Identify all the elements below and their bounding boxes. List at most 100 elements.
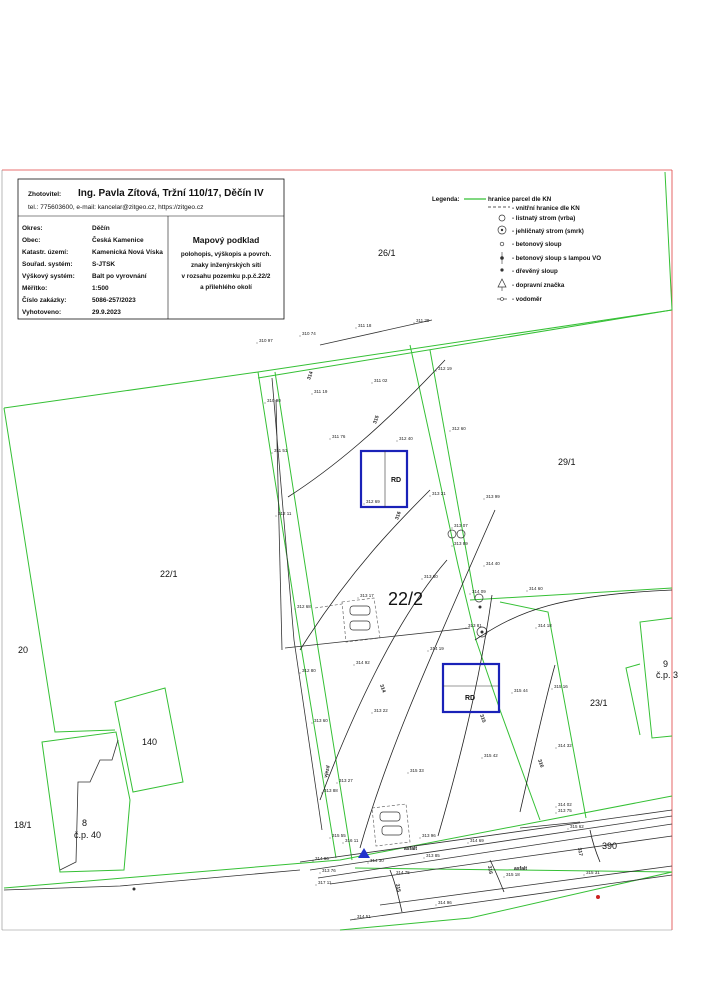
svg-text:- betonový sloup: - betonový sloup <box>512 241 562 248</box>
elevation-label: 315 62 <box>570 824 584 829</box>
conifer-tree-icon <box>476 626 488 638</box>
parcel-number: 23/1 <box>590 698 608 708</box>
elevation-label: 315 55 <box>332 833 346 838</box>
elevation-label: 311 39 <box>416 318 430 323</box>
traffic-sign-icon <box>497 278 507 288</box>
elevation-label: 314 40 <box>486 561 500 566</box>
elevation-point <box>311 722 313 724</box>
svg-text:- dopravní značka: - dopravní značka <box>512 282 565 289</box>
title-row: Souřad. systém: S-JTSK <box>22 261 115 268</box>
elevation-point <box>312 860 314 862</box>
elevation-point <box>371 712 373 714</box>
legend-item: - dřevěný sloup <box>500 268 558 275</box>
svg-text:Vyhotoveno:: Vyhotoveno: <box>22 309 61 316</box>
elevation-point <box>423 857 425 859</box>
contour-label: 315 <box>372 415 381 425</box>
title-row: Katastr. území: Kamenická Nová Víska <box>22 249 163 256</box>
legend-item: - betonový sloup <box>499 241 562 248</box>
map-symbols <box>132 529 600 899</box>
elevation-label: 313 96 <box>422 833 436 838</box>
inner-boundaries <box>59 377 323 871</box>
elevation-label: 310 90 <box>267 398 281 403</box>
elevation-point <box>299 335 301 337</box>
elevation-point <box>583 874 585 876</box>
legend-item: - dopravní značka <box>497 278 565 291</box>
elevation-point <box>329 438 331 440</box>
elevation-point <box>342 842 344 844</box>
svg-text:Kamenická Nová Víska: Kamenická Nová Víska <box>92 249 163 256</box>
deciduous-tree-icon <box>447 529 484 603</box>
elevation-label: 311 02 <box>374 378 388 383</box>
elevation-label: 316 11 <box>345 838 359 843</box>
elevation-label: 315 16 <box>554 684 568 689</box>
elevation-label: 314 19 <box>430 646 444 651</box>
planned-house-south: RD <box>441 662 501 714</box>
elevation-label: 311 18 <box>358 323 372 328</box>
elevation-label: 313 17 <box>360 593 374 598</box>
title-row: Výškový systém: Balt po vyrovnání <box>22 273 147 280</box>
elevation-point <box>427 650 429 652</box>
svg-text:Souřad. systém:: Souřad. systém: <box>22 261 73 268</box>
elevation-label: 314 69 <box>470 838 484 843</box>
elevation-point <box>421 578 423 580</box>
road-label: asfalt <box>404 846 417 852</box>
elevation-point <box>329 837 331 839</box>
elevation-label: 315 18 <box>506 872 520 877</box>
contour-label: 314 <box>378 684 387 694</box>
svg-text:Okres:: Okres: <box>22 225 43 232</box>
elevation-point <box>353 664 355 666</box>
elevation-point <box>469 593 471 595</box>
map-desc: a přilehlého okolí <box>200 284 252 291</box>
contour-labels: 314 315 316 314 315 316 317 316 315 <box>306 371 583 893</box>
elevation-point <box>336 782 338 784</box>
elevation-point <box>357 597 359 599</box>
elevation-label: 311 19 <box>314 389 328 394</box>
contour-label: 316 <box>486 865 493 874</box>
car-icon <box>349 605 403 836</box>
elevation-point <box>354 918 356 920</box>
map-desc: polohopis, výškopis a povrch. <box>181 251 272 258</box>
contour-label: 316 <box>536 759 545 769</box>
contour-label: 315 <box>394 883 401 892</box>
elevation-label: 314 02 <box>558 802 572 807</box>
parking-areas <box>314 597 411 847</box>
legend-title: Legenda: <box>432 196 460 203</box>
title-row: Číslo zakázky: 5086-257/2023 <box>22 295 136 304</box>
title-row: Okres: Děčín <box>22 225 110 232</box>
elevation-label: 313 21 <box>432 491 446 496</box>
elevation-point <box>321 792 323 794</box>
elevation-point <box>294 608 296 610</box>
building-code: RD <box>391 477 401 484</box>
elevation-point <box>319 872 321 874</box>
parcel-number: 9 <box>663 659 668 669</box>
pole-icon <box>132 605 600 899</box>
elevation-label: 312 60 <box>452 426 466 431</box>
elevation-point <box>535 627 537 629</box>
elevation-label: 314 30 <box>370 858 384 863</box>
conifer-tree-icon <box>497 225 507 235</box>
legend-item: - listnatý strom (vrba) <box>498 214 575 222</box>
elevation-point <box>311 393 313 395</box>
road-label: vjezd <box>323 765 331 778</box>
elevation-point <box>481 757 483 759</box>
legend-item: - jehličnatý strom (smrk) <box>497 225 584 235</box>
svg-text:1:500: 1:500 <box>92 285 109 292</box>
elevation-point <box>419 837 421 839</box>
house-number: č.p. 40 <box>74 830 101 840</box>
elevation-label: 313 88 <box>324 788 338 793</box>
contour-label: 314 <box>306 371 315 381</box>
elevation-point <box>275 515 277 517</box>
legend-item: - vodoměr <box>497 296 543 303</box>
elevation-point <box>449 430 451 432</box>
contractor-contact: tel.: 775603600, e-mail: kancelar@zitgeo… <box>28 204 203 211</box>
elevation-point <box>555 806 557 808</box>
elevation-point <box>465 627 467 629</box>
elevation-label: 312 68 <box>297 604 311 609</box>
elevation-label: 312 80 <box>302 668 316 673</box>
parcel-number: 8 <box>82 818 87 828</box>
elevation-label: 312 11 <box>278 511 292 516</box>
svg-text:- betonový sloup s lampou VO: - betonový sloup s lampou VO <box>512 255 601 262</box>
parcel-number: 390 <box>602 841 617 851</box>
svg-text:Katastr. území:: Katastr. území: <box>22 249 68 256</box>
elevation-point <box>451 527 453 529</box>
